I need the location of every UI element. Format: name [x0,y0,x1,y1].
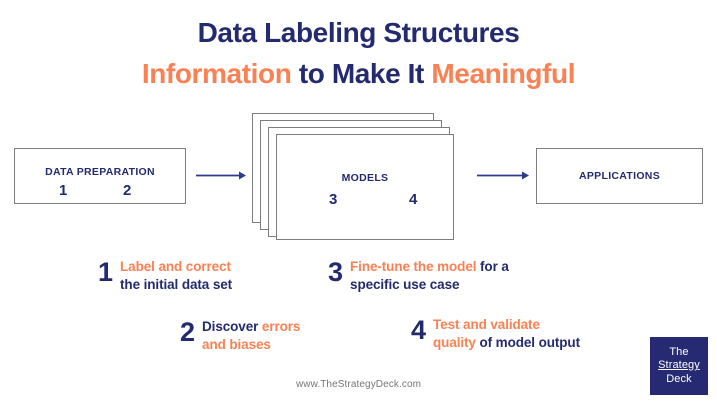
flow-box-models-stack[interactable]: MODELS 3 4 [252,113,454,241]
list-item-2: 2 Discover errors and biases [180,318,300,354]
list-item-3-number: 3 [328,257,344,287]
page-title-text: Data Labeling Structures [197,17,520,48]
page-subtitle: Information to Make It Meaningful [0,58,717,90]
logo-line-1: The [669,345,689,358]
page-subtitle-part-1: Information [141,58,292,89]
list-item-1-text: Label and correct the initial data set [120,258,232,294]
flow-step-number-2: 2 [123,182,132,199]
logo-line-3: Deck [666,372,692,385]
flow-step-number-3: 3 [329,191,338,208]
footer-website-url[interactable]: www.TheStrategyDeck.com [295,379,422,390]
list-item-1-line1: Label and correct [120,259,231,274]
flow-box-data-preparation[interactable]: DATA PREPARATION 1 2 [14,148,186,204]
list-item-3-text: Fine-tune the model for a specific use c… [350,258,509,294]
arrow-right-icon-2 [477,170,529,181]
flow-step-number-4: 4 [409,191,418,208]
flow-box-applications[interactable]: APPLICATIONS [536,148,703,204]
list-item-4-line1: Test and validate [433,317,540,332]
flow-step-number-1: 1 [59,182,68,199]
list-item-4-line2-orange: quality [433,334,476,350]
list-item-4: 4 Test and validate quality of model out… [411,316,580,352]
list-item-2-line1-orange: errors [261,319,301,334]
list-item-4-number: 4 [411,315,427,345]
page-title: Data Labeling Structures [0,17,717,49]
list-item-3-line1-orange: Fine-tune the model [350,259,477,274]
flow-box-models[interactable]: MODELS 3 4 [276,134,454,240]
page-subtitle-part-3: Meaningful [431,58,576,89]
list-item-3-line2: specific use case [350,276,460,292]
list-item-1-number: 1 [98,257,114,287]
flow-box-models-label: MODELS [341,172,389,184]
logo-the-strategy-deck[interactable]: The Strategy Deck [650,337,708,395]
list-item-4-line2-navy: of model output [475,334,580,350]
arrow-right-icon-1 [196,170,246,181]
logo-line-2: Strategy [658,359,700,372]
flow-box-applications-label: APPLICATIONS [579,170,660,182]
list-item-1-line2: the initial data set [120,276,233,292]
list-item-4-text: Test and validate quality of model outpu… [433,316,580,352]
list-item-2-text: Discover errors and biases [202,318,300,354]
list-item-2-line1-navy: Discover [202,319,262,334]
page-subtitle-part-2: to Make It [298,58,425,89]
list-item-1: 1 Label and correct the initial data set [98,258,232,294]
list-item-3: 3 Fine-tune the model for a specific use… [328,258,509,294]
list-item-2-line2: and biases [202,336,271,352]
list-item-3-line1-navy: for a [476,259,509,274]
list-item-2-number: 2 [180,317,196,347]
flow-box-data-preparation-label: DATA PREPARATION [45,166,155,178]
